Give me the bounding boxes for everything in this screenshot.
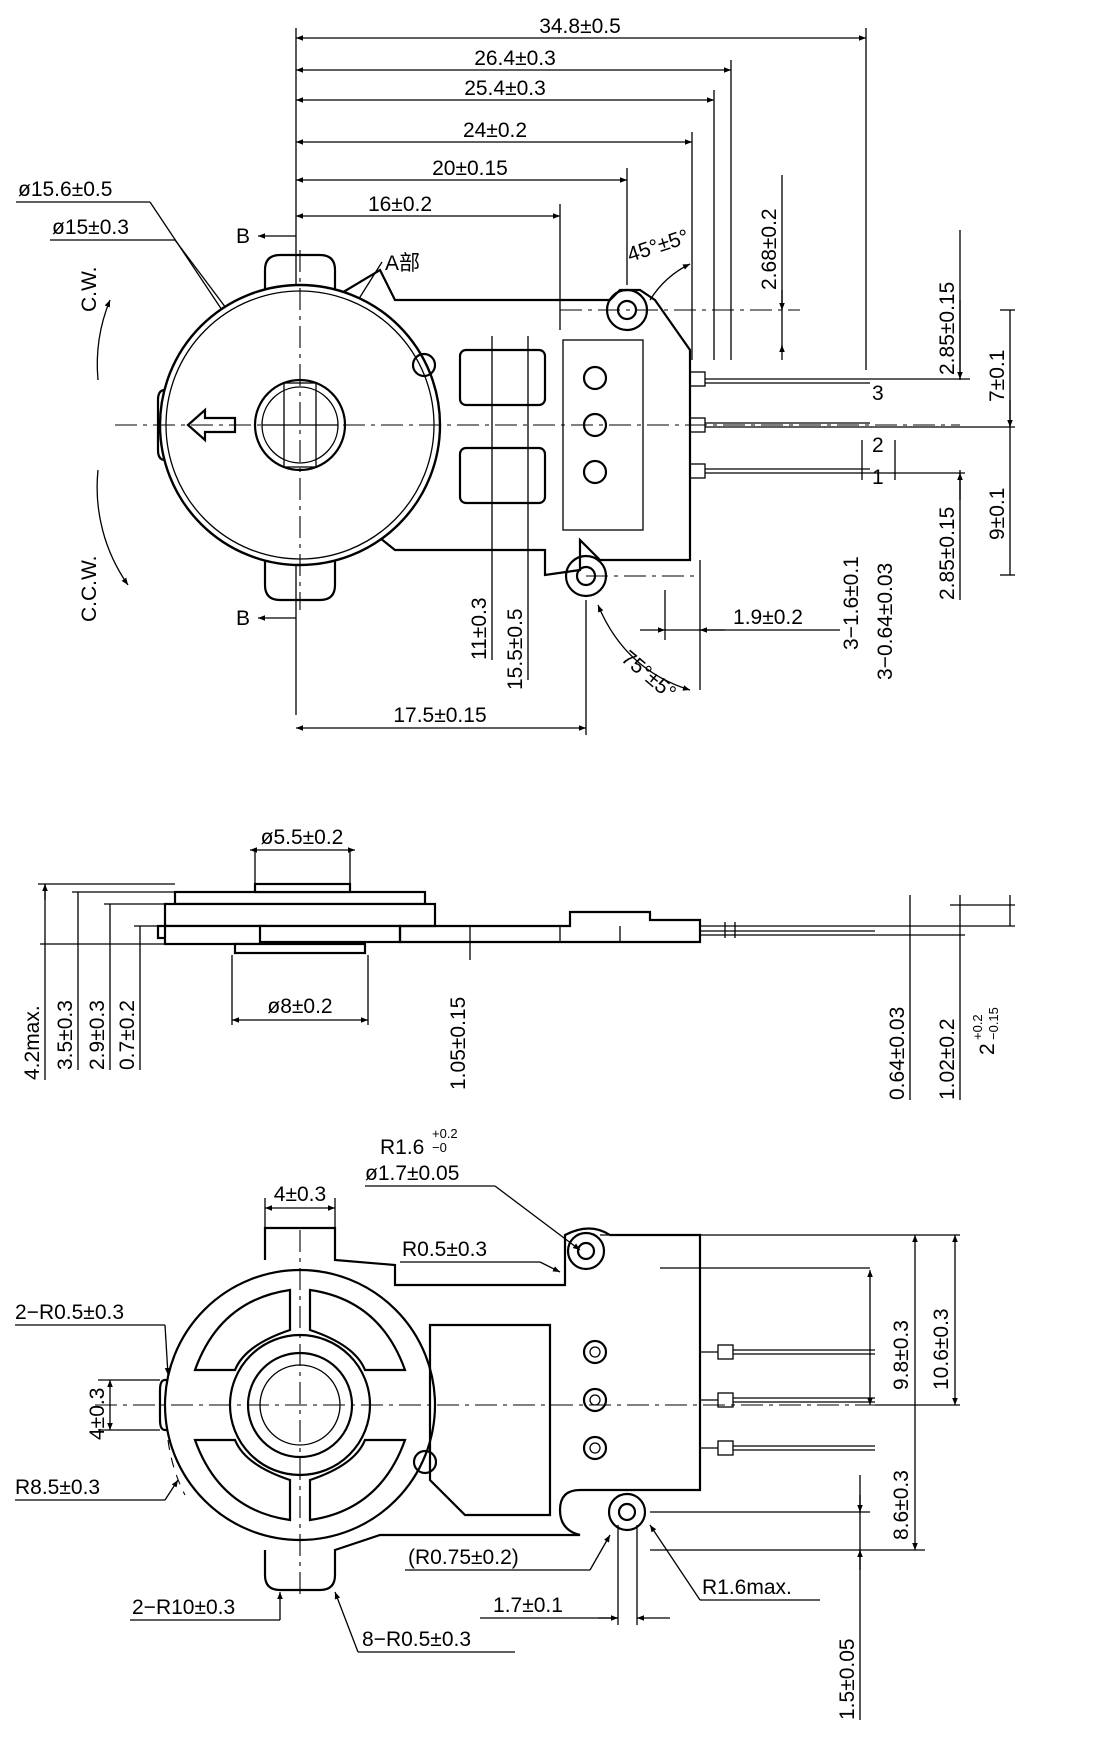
dim-r1-6-minus: −0 — [432, 1140, 447, 1155]
dim-r1-6: R1.6 — [380, 1136, 424, 1159]
pin-1-label: 1 — [872, 466, 884, 489]
dim-1-05: 1.05±0.15 — [447, 997, 470, 1090]
dim-10-6: 10.6±0.3 — [930, 1308, 953, 1390]
dim-r0-75: (R0.75±0.2) — [408, 1546, 519, 1569]
dim-2-plus: +0.2 — [970, 1014, 985, 1040]
dim-1-7: 1.7±0.1 — [493, 1594, 563, 1617]
dim-26-4: 26.4±0.3 — [474, 47, 556, 70]
dim-9-8: 9.8±0.3 — [890, 1320, 913, 1390]
dim-2-r0-5: 2−R0.5±0.3 — [15, 1301, 124, 1324]
dim-phi-5-5: ø5.5±0.2 — [261, 826, 344, 849]
cw-label: C.W. — [78, 267, 101, 313]
dim-8-6: 8.6±0.3 — [890, 1470, 913, 1540]
dim-0-64: 0.64±0.03 — [886, 1007, 909, 1100]
dim-25-4: 25.4±0.3 — [464, 77, 546, 100]
dim-r1-6-max: R1.6max. — [702, 1576, 792, 1599]
pin-3-label: 3 — [872, 382, 884, 405]
dim-1-02: 1.02±0.2 — [936, 1018, 959, 1100]
dim-1-5: 1.5±0.05 — [836, 1638, 859, 1720]
dim-1-9: 1.9±0.2 — [733, 606, 803, 629]
top-view: 34.8±0.5 26.4±0.3 25.4±0.3 24±0.2 20±0.1… — [16, 15, 1015, 735]
dim-8-r0-5: 8−R0.5±0.3 — [362, 1628, 471, 1651]
dim-0-7: 0.7±0.2 — [116, 1000, 139, 1070]
dim-4-left: 4±0.3 — [86, 1388, 109, 1440]
dim-2-85-bottom: 2.85±0.15 — [936, 507, 959, 600]
dim-2-minus: −0.15 — [986, 1007, 1001, 1040]
side-view: ø5.5±0.2 ø8±0.2 4.2max. 3.5±0.3 — [21, 826, 1015, 1100]
dim-4-top: 4±0.3 — [274, 1183, 326, 1206]
bottom-view: R1.6 +0.2 −0 ø1.7±0.05 4±0.3 R0.5±0.3 — [15, 1126, 960, 1720]
dim-r8-5: R8.5±0.3 — [15, 1476, 100, 1499]
dim-2-r10: 2−R10±0.3 — [132, 1596, 235, 1619]
dim-3-0-64: 3−0.64±0.03 — [874, 563, 897, 680]
dim-16: 16±0.2 — [368, 193, 432, 216]
dim-20: 20±0.15 — [432, 157, 508, 180]
angle-45: 45°±5° — [624, 225, 691, 266]
dim-17-5: 17.5±0.15 — [393, 704, 486, 727]
section-b-top: B — [236, 225, 250, 248]
dim-phi-1-7: ø1.7±0.05 — [365, 1162, 459, 1185]
dim-r1-6-plus: +0.2 — [432, 1126, 458, 1141]
dim-phi-15-6: ø15.6±0.5 — [18, 178, 112, 201]
dim-3-5: 3.5±0.3 — [54, 1000, 77, 1070]
dim-11: 11±0.3 — [468, 597, 491, 660]
detail-a-label: A部 — [385, 252, 420, 275]
pin-2-label: 2 — [872, 434, 884, 457]
ccw-label: C.C.W. — [78, 556, 101, 623]
dim-3-1-6: 3−1.6±0.1 — [840, 556, 863, 650]
dim-34-8: 34.8±0.5 — [539, 15, 621, 38]
dim-24: 24±0.2 — [463, 119, 527, 142]
dim-9: 9±0.1 — [986, 488, 1009, 540]
dim-r0-5: R0.5±0.3 — [402, 1238, 487, 1261]
dim-phi-15: ø15±0.3 — [52, 216, 129, 239]
dim-phi-8: ø8±0.2 — [267, 995, 332, 1018]
dim-15-5: 15.5±0.5 — [504, 608, 527, 690]
dim-4-2: 4.2max. — [21, 1005, 44, 1080]
dim-2-9: 2.9±0.3 — [86, 1000, 109, 1070]
dim-7: 7±0.1 — [986, 350, 1009, 402]
dim-2-85-top: 2.85±0.15 — [936, 282, 959, 375]
angle-75: 75°±5° — [617, 646, 680, 704]
dim-2-68: 2.68±0.2 — [758, 208, 781, 290]
dim-2-base: 2 — [976, 1043, 999, 1055]
section-b-bottom: B — [236, 607, 250, 630]
